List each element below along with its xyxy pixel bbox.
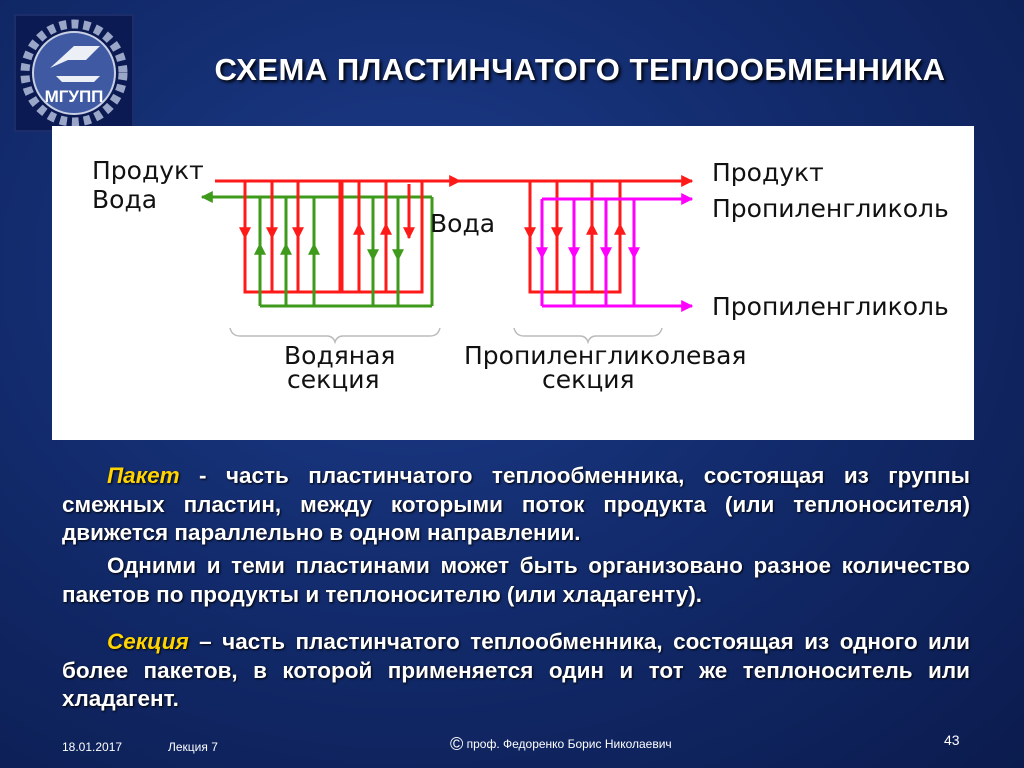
footer-author-name: проф. Федоренко Борис Николаевич <box>463 737 672 751</box>
label-water-section-line1: Водяная <box>284 341 395 370</box>
term-section: Секция <box>107 629 189 654</box>
label-product-out: Продукт <box>712 158 824 187</box>
product-u-channel-2 <box>338 181 424 294</box>
label-glycol-section-line1: Пропиленгликолевая <box>464 341 746 370</box>
footer-date: 18.01.2017 <box>62 740 123 754</box>
copyright-icon: © <box>450 734 464 754</box>
label-glycol-section-line2: секция <box>542 365 635 394</box>
note-text: Одними и теми пластинами может быть орга… <box>62 553 970 607</box>
water-section-brace <box>229 327 441 345</box>
packet-definition-text: - часть пластинчатого теплообменника, со… <box>62 463 970 545</box>
glycol-section-brace <box>513 327 663 345</box>
label-glycol-out: Пропиленгликоль <box>712 292 949 321</box>
footer-author: © проф. Федоренко Борис Николаевич <box>450 734 672 755</box>
label-water-out: Вода <box>92 185 157 214</box>
term-packet: Пакет <box>107 463 180 488</box>
university-logo: МГУПП <box>14 14 134 132</box>
definition-packet: Пакет - часть пластинчатого теплообменни… <box>62 462 970 548</box>
label-glycol-in: Пропиленгликоль <box>712 194 949 223</box>
page-title: СХЕМА ПЛАСТИНЧАТОГО ТЕПЛООБМЕННИКА <box>214 52 946 87</box>
label-water-section-line2: секция <box>287 365 380 394</box>
label-water-in: Вода <box>430 209 495 238</box>
heat-exchanger-diagram: Продукт Вода Вода Продукт Пропиленгликол… <box>92 156 949 394</box>
note-paragraph: Одними и теми пластинами может быть орга… <box>62 552 970 609</box>
label-product-in: Продукт <box>92 156 204 185</box>
diagram-panel: Продукт Вода Вода Продукт Пропиленгликол… <box>52 126 974 440</box>
page-number: 43 <box>944 732 960 748</box>
logo-text: МГУПП <box>45 87 104 106</box>
definition-section: Секция – часть пластинчатого теплообменн… <box>62 628 970 714</box>
gear-logo-icon: МГУПП <box>20 19 128 127</box>
footer-lecture: Лекция 7 <box>168 740 218 754</box>
section-definition-text: – часть пластинчатого теплообменника, со… <box>62 629 970 711</box>
